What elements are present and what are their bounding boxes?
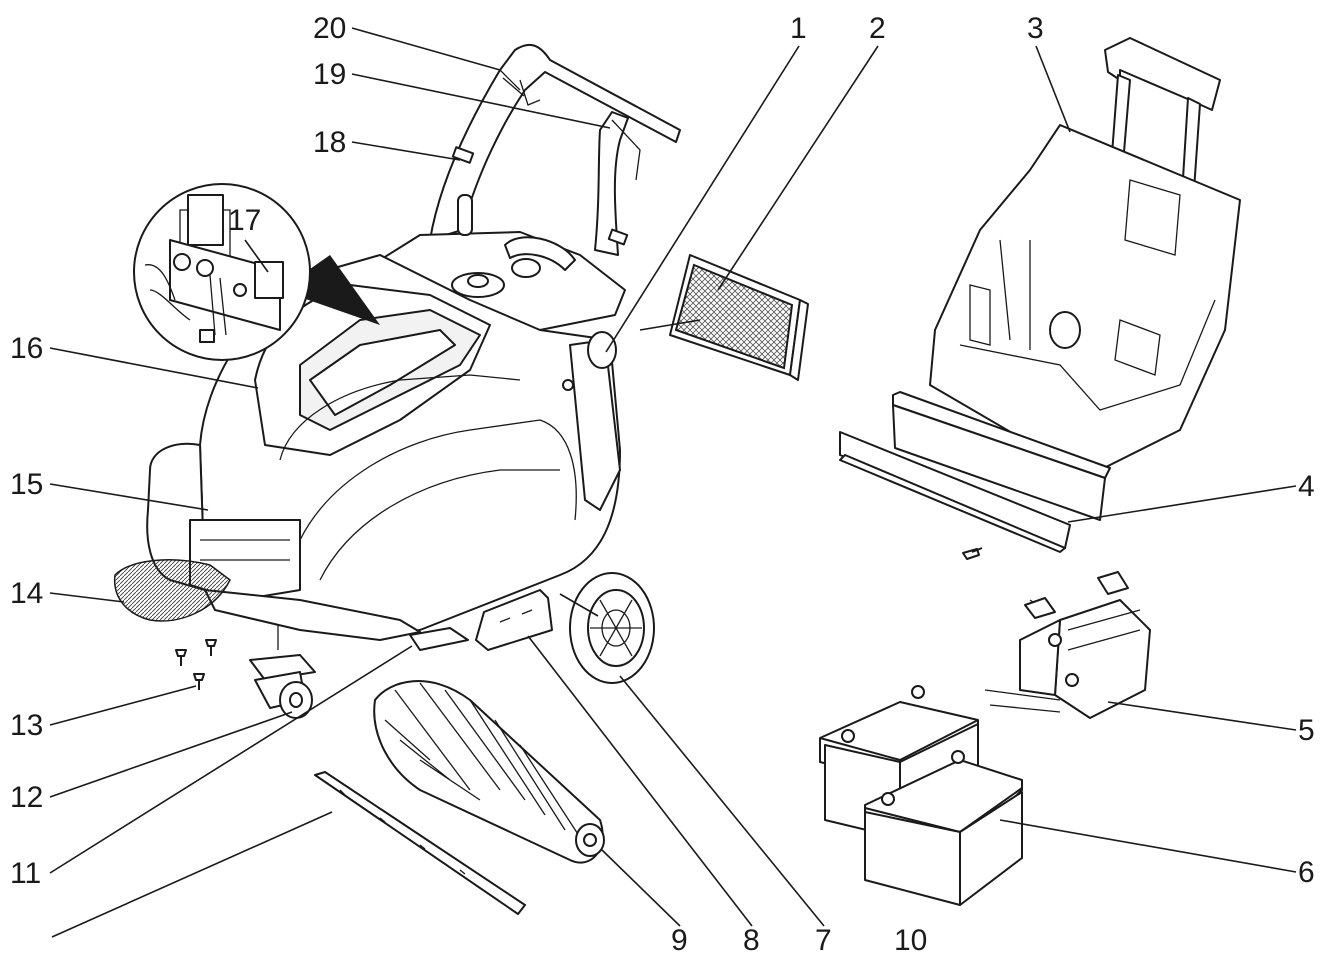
squeegee-blade [314, 771, 526, 915]
callout-14: 14 [10, 577, 43, 610]
detail-inset-circuit [133, 183, 380, 361]
callout-5: 5 [1298, 714, 1315, 747]
rubber-flap [475, 589, 553, 651]
callout-4: 4 [1298, 470, 1315, 503]
callout-18: 18 [313, 126, 346, 159]
batteries [819, 685, 1023, 906]
callout-15: 15 [10, 468, 43, 501]
callout-13: 13 [10, 709, 43, 742]
callout-1: 1 [790, 12, 807, 45]
callout-12: 12 [10, 781, 43, 814]
callout-6: 6 [1298, 856, 1315, 889]
battery-charger [984, 571, 1151, 719]
sweeper-body [114, 43, 681, 719]
callout-20: 20 [313, 12, 346, 45]
callout-3: 3 [1027, 12, 1044, 45]
callout-17: 17 [228, 204, 261, 237]
callout-10: 10 [894, 924, 927, 957]
debris-hopper [929, 37, 1241, 471]
rubber-skirts [839, 391, 1111, 560]
callout-19: 19 [313, 58, 346, 91]
callout-16: 16 [10, 332, 43, 365]
leader-lines [49, 27, 1297, 938]
callout-2: 2 [869, 12, 886, 45]
push-handle [429, 43, 681, 256]
rear-wheel [569, 572, 655, 684]
main-brush [373, 680, 605, 864]
front-caster [249, 625, 316, 719]
callout-7: 7 [815, 924, 832, 957]
callout-labels: 20 19 18 17 16 15 14 13 12 11 1 2 3 4 5 … [10, 12, 1315, 957]
dust-filter [669, 254, 809, 381]
callout-9: 9 [671, 924, 688, 957]
callout-11: 11 [10, 857, 41, 890]
screws [175, 639, 217, 690]
latch [409, 627, 469, 651]
callout-8: 8 [743, 924, 760, 957]
